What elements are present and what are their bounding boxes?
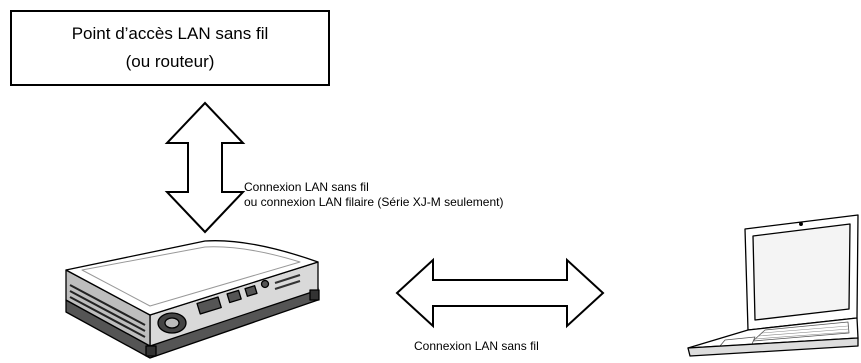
vertical-double-arrow — [164, 101, 246, 234]
vertical-connection-line1: Connexion LAN sans fil — [244, 180, 369, 194]
access-point-box: Point d’accès LAN sans fil (ou routeur) — [10, 10, 330, 86]
vertical-connection-line2: ou connexion LAN filaire (Série XJ-M seu… — [244, 195, 504, 209]
horizontal-double-arrow — [395, 257, 605, 329]
access-point-label: Point d’accès LAN sans fil — [71, 24, 269, 43]
laptop-icon — [687, 214, 859, 357]
access-point-sublabel: (ou routeur) — [125, 52, 215, 71]
horizontal-connection-label: Connexion LAN sans fil — [414, 339, 539, 353]
vertical-connection-label: Connexion LAN sans fil ou connexion LAN … — [244, 180, 503, 210]
projector-icon — [65, 240, 320, 359]
